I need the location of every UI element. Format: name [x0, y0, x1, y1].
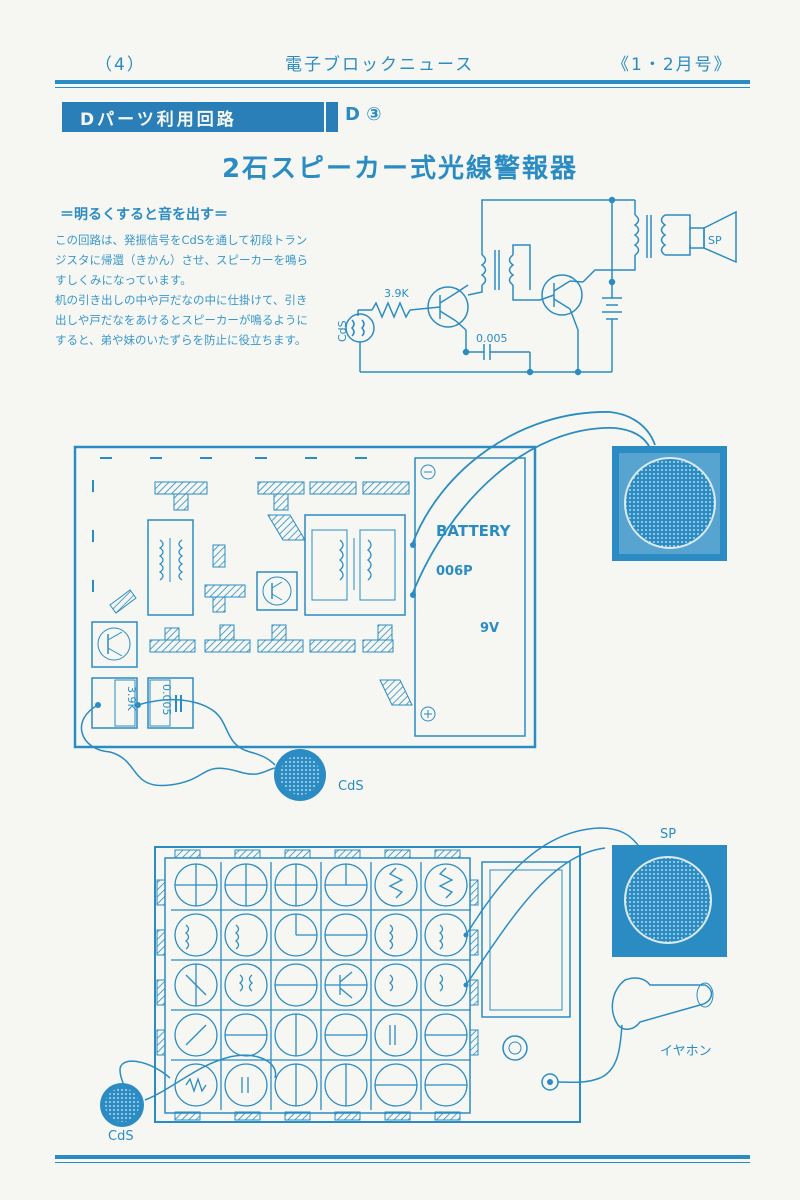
schematic-cds-label: CdS: [336, 320, 349, 342]
board-layout-1: [73, 411, 727, 801]
page-number: （4）: [95, 55, 146, 75]
schematic-capacitor-label: 0.005: [476, 332, 508, 345]
footer-rule: [55, 1155, 750, 1159]
header-rule-thin: [55, 87, 750, 88]
issue-label: 《1・2月号》: [612, 55, 733, 75]
speaker-label-2: SP: [660, 827, 676, 842]
article-subtitle: ＝明るくすると音を出す＝: [60, 207, 228, 223]
battery-voltage: 9V: [480, 621, 499, 636]
earphone-label: イヤホン: [660, 1044, 712, 1059]
schematic-speaker-label: SP: [708, 234, 722, 247]
cds-label-1: CdS: [338, 779, 364, 794]
paragraph-2: 机の引き出しの中や戸だなの中に仕掛けて、引き出しや戸だなをあけるとスピーカーが鳴…: [55, 293, 308, 347]
article-body: この回路は、発振信号をCdSを通して初段トランジスタに帰還（きかん）させ、スピー…: [55, 230, 315, 350]
circuit-schematic: [345, 196, 737, 376]
section-banner-tail: [326, 102, 338, 132]
section-banner: Dパーツ利用回路: [62, 102, 324, 132]
battery-title: BATTERY: [436, 522, 512, 540]
board-layout-2: [100, 827, 727, 1127]
section-code: D ③: [345, 104, 382, 125]
paragraph-1: この回路は、発振信号をCdSを通して初段トランジスタに帰還（きかん）させ、スピー…: [55, 233, 308, 287]
cds-label-2: CdS: [108, 1129, 134, 1144]
capacitor-block-label: 0.005: [160, 684, 173, 716]
battery-model: 006P: [436, 564, 473, 579]
header-rule: [55, 80, 750, 84]
article-title: 2石スピーカー式光線警報器: [221, 154, 579, 184]
publication-title: 電子ブロックニュース: [285, 55, 475, 75]
schematic-resistor-label: 3.9K: [384, 287, 409, 300]
footer-rule-thin: [55, 1162, 750, 1163]
resistor-block-label: 3.9K: [125, 686, 138, 711]
